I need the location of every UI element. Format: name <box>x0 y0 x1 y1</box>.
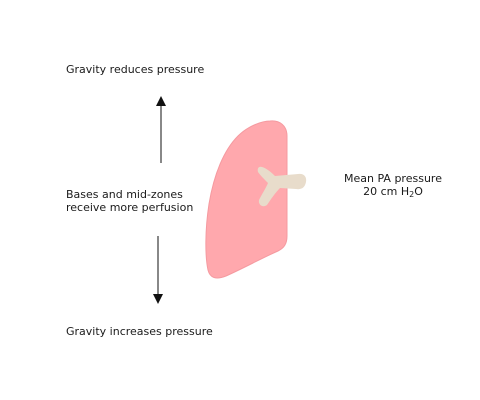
pa-pressure-value: 20 cm H <box>363 185 410 198</box>
down-arrow <box>153 236 163 304</box>
lung-shape <box>205 120 288 279</box>
pa-pressure-subscript: 2 <box>409 190 415 199</box>
perfusion-label-line1: Bases and mid-zones <box>66 188 183 201</box>
perfusion-label: Bases and mid-zones receive more perfusi… <box>66 188 193 214</box>
pulmonary-artery <box>257 166 307 207</box>
pa-pressure-unit-suffix: O <box>414 185 423 198</box>
perfusion-label-line2: receive more perfusion <box>66 201 194 214</box>
top-label: Gravity reduces pressure <box>66 63 205 76</box>
pa-pressure-label: Mean PA pressure 20 cm H2O <box>334 172 452 199</box>
pa-pressure-line2: 20 cm H2O <box>334 185 452 199</box>
bottom-label: Gravity increases pressure <box>66 325 213 338</box>
pa-pressure-line1: Mean PA pressure <box>344 172 442 185</box>
up-arrow <box>156 96 166 163</box>
